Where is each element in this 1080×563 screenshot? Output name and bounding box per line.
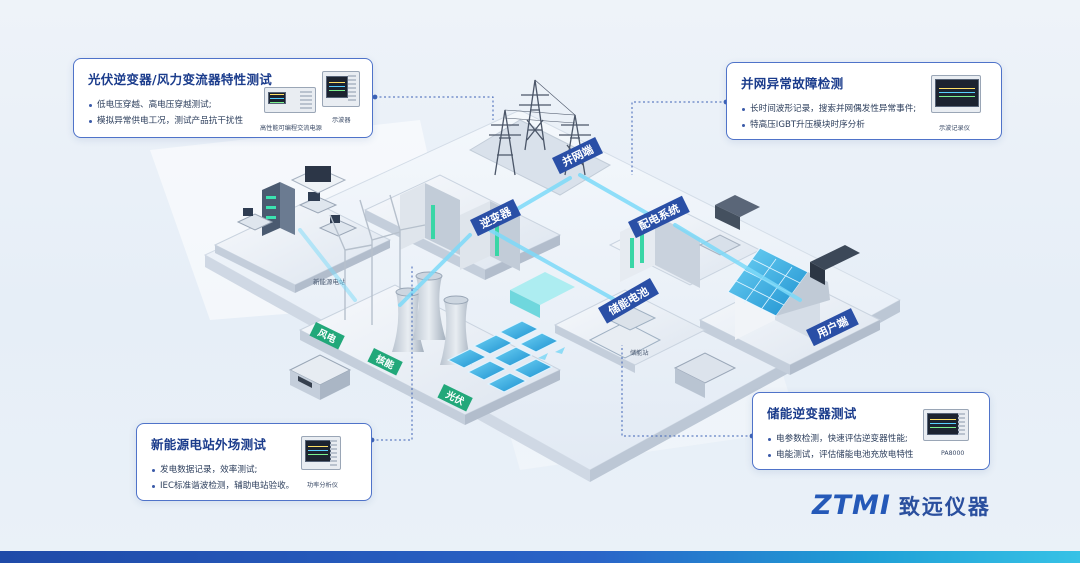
card-field-test-title: 新能源电站外场测试	[151, 437, 267, 452]
ac-power-supply-icon	[264, 87, 316, 115]
list-item: 发电数据记录，效率测试;	[151, 462, 359, 478]
cooling-towers	[392, 271, 472, 365]
storage-station-label: 储能站	[630, 349, 649, 357]
list-item: 电参数检测，快速评估逆变器性能;	[767, 431, 977, 447]
field-cabinet	[288, 354, 352, 400]
card-storage-inverter-list: 电参数检测，快速评估逆变器性能; 电能测试，评估储能电池充放电特性	[767, 431, 977, 463]
lab-platform	[213, 166, 392, 293]
pa8000-analyzer-icon	[923, 409, 971, 445]
device-caption: 高性能可编程交流电源	[260, 125, 322, 132]
storage-station	[510, 272, 737, 398]
user-house	[698, 245, 882, 375]
card-pv-inverter-list: 低电压穿越、高电压穿越测试; 模拟异常供电工况，测试产品抗干扰性	[88, 97, 360, 129]
card-grid-fault-title: 并网异常故障检测	[741, 76, 844, 91]
list-item: 模拟异常供电工况，测试产品抗干扰性	[88, 113, 360, 129]
power-analyzer-icon	[301, 436, 343, 472]
device-caption: 示波记录仪	[939, 125, 970, 132]
list-item: IEC标准谐波检测，辅助电站验收。	[151, 478, 359, 494]
list-item: 特高压IGBT升压模块时序分析	[741, 117, 989, 133]
footer-bar	[0, 551, 1080, 563]
card-storage-inverter-title: 储能逆变器测试	[767, 406, 857, 421]
brand-mark: ZTMI	[812, 490, 891, 521]
list-item: 长时间波形记录，搜索并网偶发性异常事件;	[741, 101, 989, 117]
tag-nuclear: 核能	[367, 348, 403, 376]
list-item: 低电压穿越、高电压穿越测试;	[88, 97, 360, 113]
brand-name: 致远仪器	[898, 494, 991, 519]
card-pv-inverter-title: 光伏逆变器/风力变流器特性测试	[88, 72, 273, 87]
oscilloscope-icon	[322, 71, 362, 111]
lab-label: 新能源电站	[313, 277, 346, 286]
card-field-test: 新能源电站外场测试 发电数据记录，效率测试; IEC标准谐波检测，辅助电站验收。…	[136, 423, 372, 501]
card-grid-fault: 并网异常故障检测 长时间波形记录，搜索并网偶发性异常事件; 特高压IGBT升压模…	[726, 62, 1002, 140]
card-grid-fault-list: 长时间波形记录，搜索并网偶发性异常事件; 特高压IGBT升压模块时序分析	[741, 101, 989, 133]
connector-lines	[372, 96, 752, 441]
grid-towers	[468, 79, 612, 196]
tag-wind: 风电	[309, 322, 345, 350]
scope-recorder-icon	[931, 75, 983, 117]
device-caption: 示波器	[332, 117, 351, 124]
list-item: 电能测试，评估储能电池充放电特性	[767, 447, 977, 463]
brand-logo: ZTMI 致远仪器	[812, 490, 991, 521]
card-field-test-list: 发电数据记录，效率测试; IEC标准谐波检测，辅助电站验收。	[151, 462, 359, 494]
flow-arrows	[538, 347, 565, 360]
device-caption: 功率分析仪	[307, 482, 338, 489]
device-caption: PA8000	[941, 450, 965, 457]
energy-flow-lines	[298, 173, 802, 307]
card-pv-inverter: 光伏逆变器/风力变流器特性测试 低电压穿越、高电压穿越测试; 模拟异常供电工况，…	[73, 58, 373, 138]
card-storage-inverter: 储能逆变器测试 电参数检测，快速评估逆变器性能; 电能测试，评估储能电池充放电特…	[752, 392, 990, 470]
node-user: 用户端	[806, 308, 859, 347]
solar-array	[446, 320, 560, 393]
